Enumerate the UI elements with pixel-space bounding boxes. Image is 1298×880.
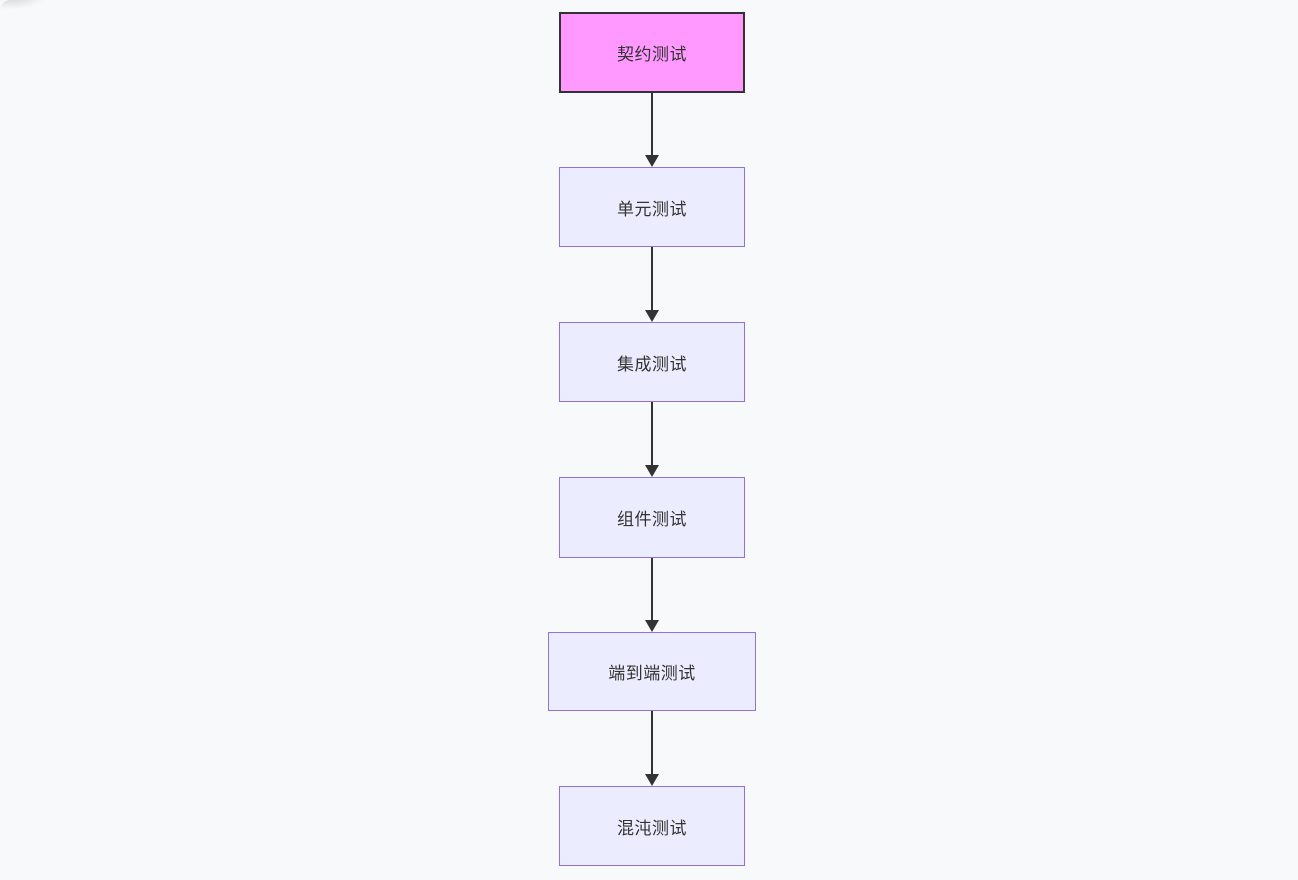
node-unit-testing: 单元测试 xyxy=(559,167,745,247)
node-e2e-testing: 端到端测试 xyxy=(548,632,756,711)
node-chaos-testing: 混沌测试 xyxy=(559,786,745,866)
window-corner-shadow xyxy=(0,0,70,30)
edge-arrow-unit-to-integration xyxy=(644,247,660,322)
node-label: 契约测试 xyxy=(617,45,687,64)
node-component-testing: 组件测试 xyxy=(559,477,745,558)
node-label: 端到端测试 xyxy=(608,664,696,683)
node-contract-testing: 契约测试 xyxy=(559,12,745,93)
node-label: 组件测试 xyxy=(617,510,687,529)
node-label: 混沌测试 xyxy=(617,818,687,838)
edge-arrow-contract-to-unit xyxy=(644,93,660,167)
node-label: 集成测试 xyxy=(617,354,687,374)
node-integration-testing: 集成测试 xyxy=(559,322,745,402)
node-label: 单元测试 xyxy=(617,199,687,219)
edge-arrow-e2e-to-chaos xyxy=(644,711,660,786)
edge-arrow-component-to-e2e xyxy=(644,558,660,632)
edge-arrow-integration-to-component xyxy=(644,402,660,477)
